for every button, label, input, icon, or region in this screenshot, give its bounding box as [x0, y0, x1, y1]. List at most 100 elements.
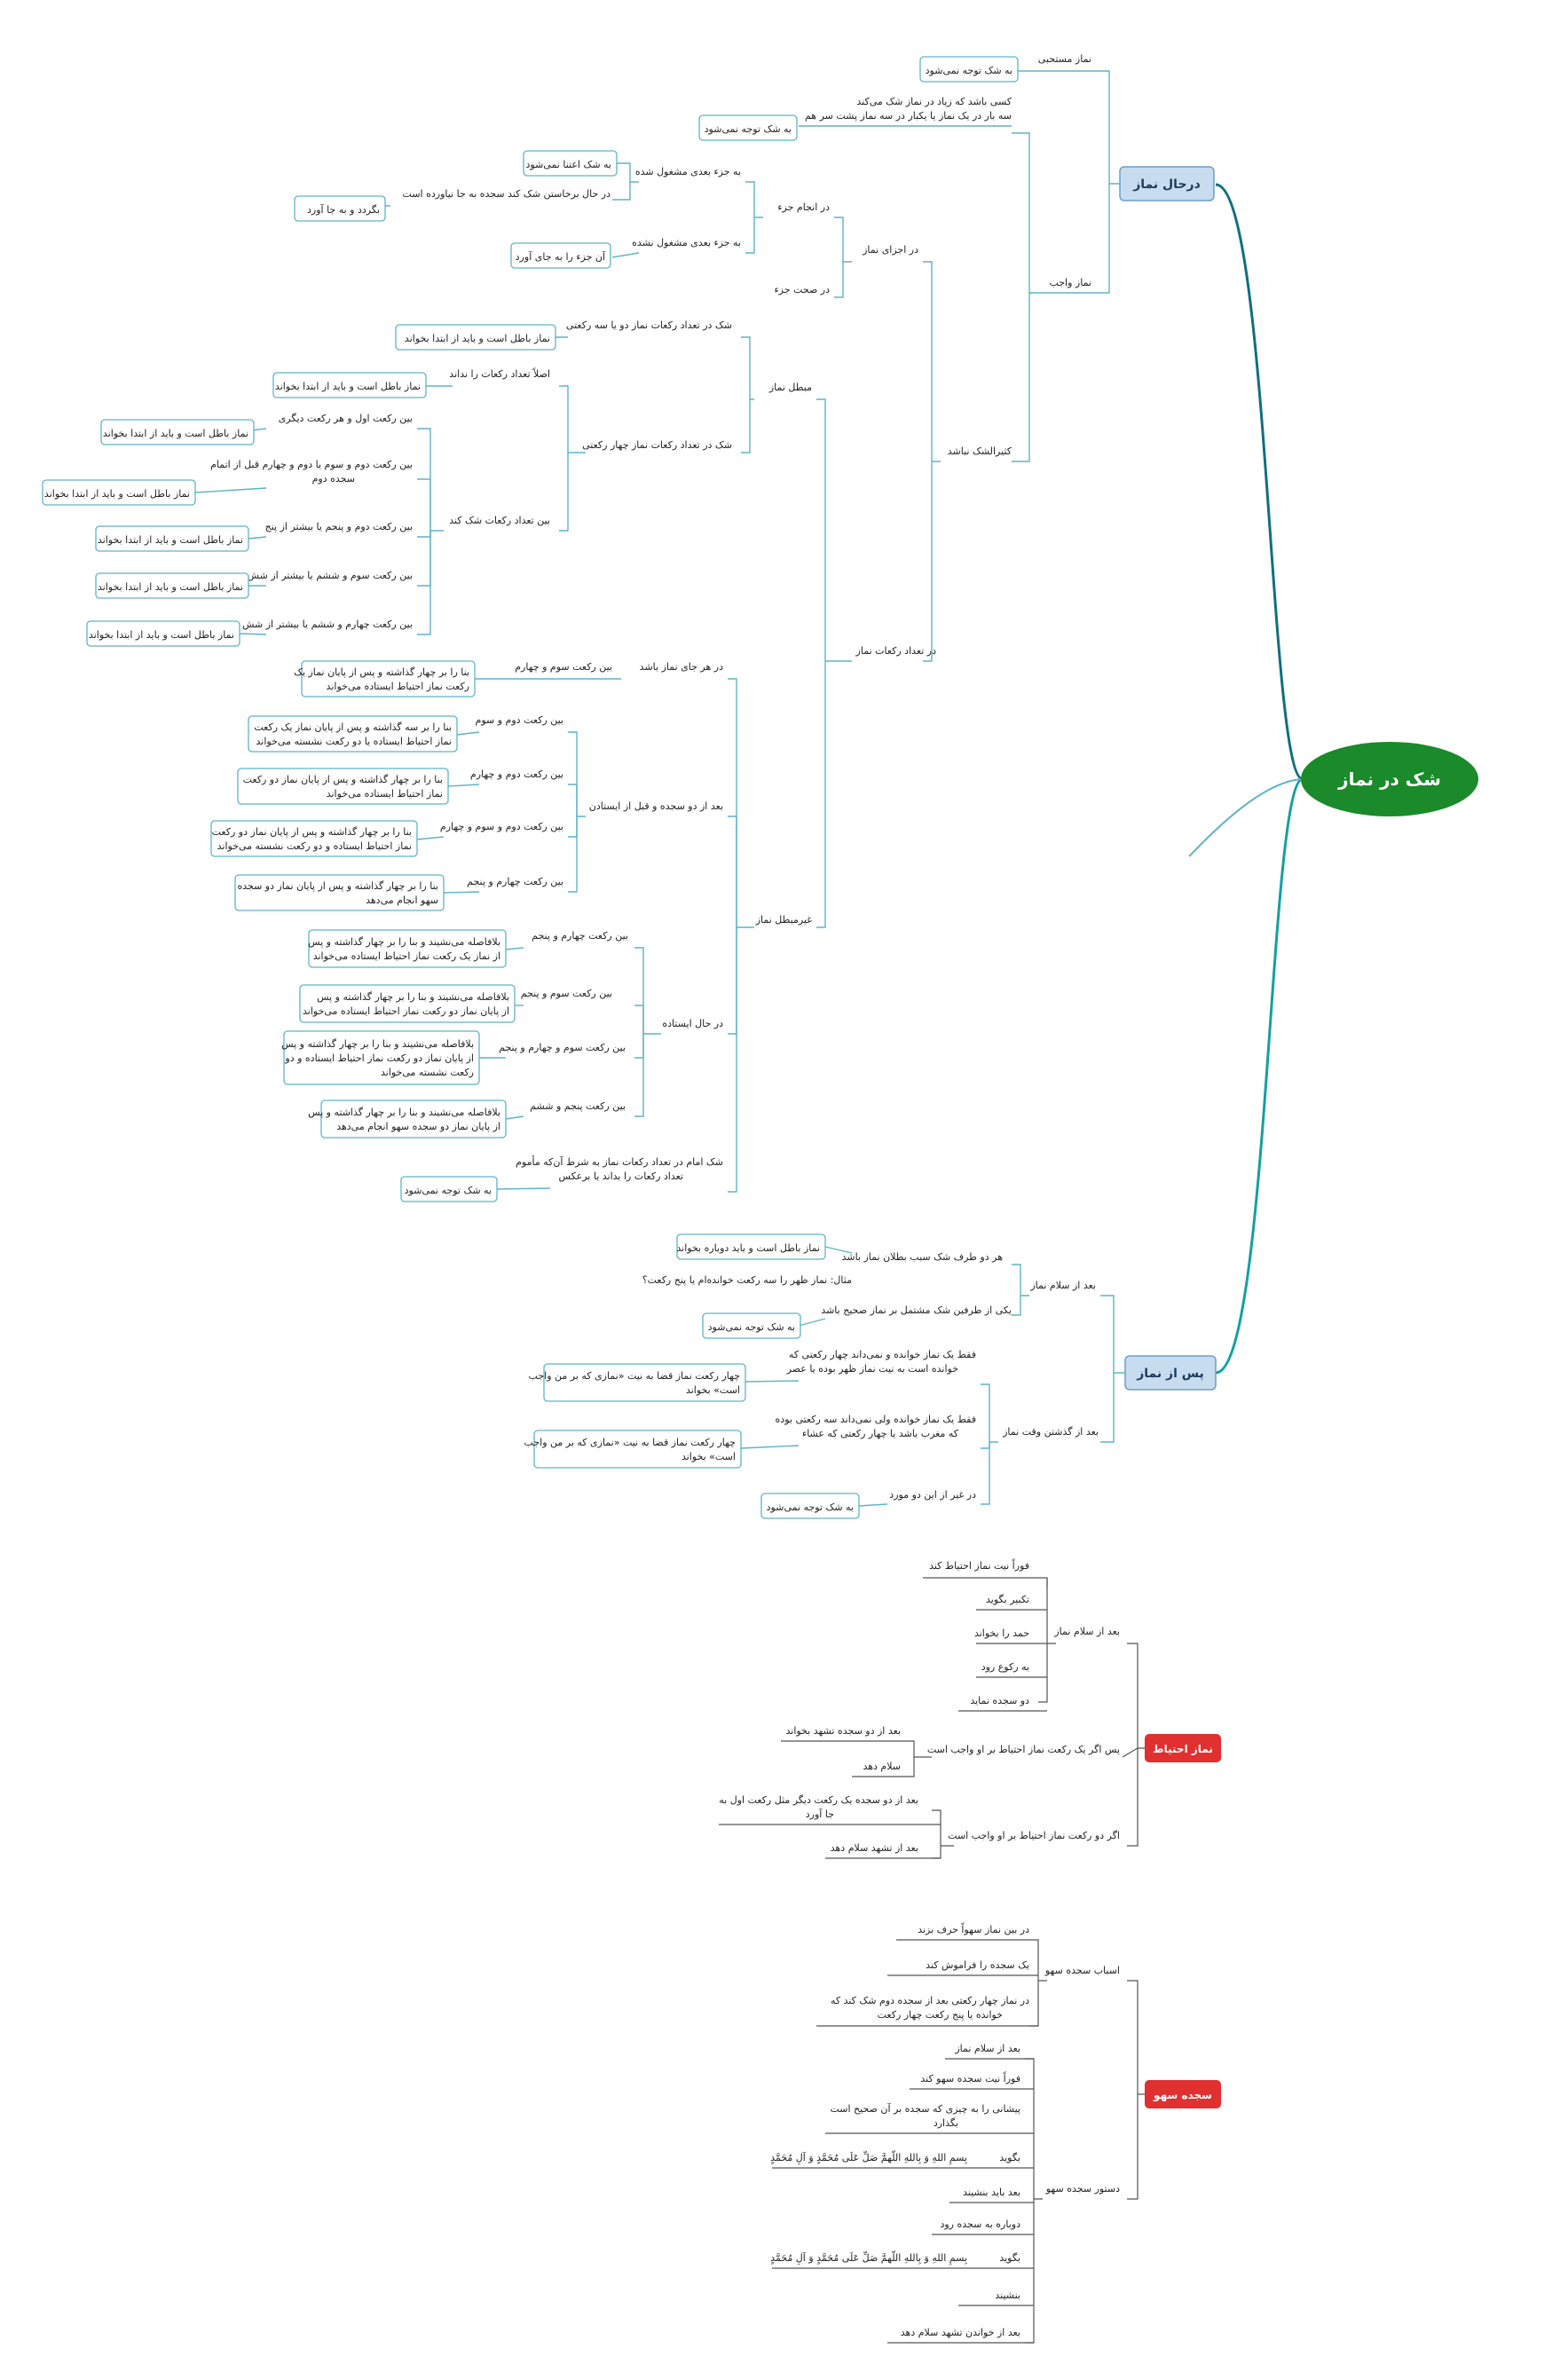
svg-text:از نماز یک رکعت نماز احتیاط ای: از نماز یک رکعت نماز احتیاط ایستاده می‌خ… [313, 950, 500, 962]
label-n39: بین رکعت دوم و چهارم [470, 768, 563, 780]
label-n54a: شک امام در تعداد رکعات نماز به شرط آن‌که… [516, 1155, 723, 1168]
box-n44[interactable]: بنا را بر چهار گذاشته و پس از پایان نماز… [234, 874, 445, 911]
box-n01[interactable]: به شک توجه نمی‌شود [919, 56, 1019, 83]
svg-text:درحال نماز: درحال نماز [1132, 177, 1201, 192]
label-s10: بِسمِ اللهِ وَ بِاللهِ اللّهمَّ صَلِّ عَ… [770, 2150, 968, 2166]
label-n14: در تعداد رکعات نماز [855, 645, 937, 657]
label-n03: سه بار در یک نماز یا یکبار در سه نماز پش… [805, 110, 1012, 122]
svg-text:بنا را بر چهار گذاشته و پس از: بنا را بر چهار گذاشته و پس از پایان نماز… [212, 826, 412, 838]
svg-text:بنا را بر چهار گذاشته و پس از: بنا را بر چهار گذاشته و پس از پایان نماز… [243, 774, 443, 785]
svg-text:رکعت نشسته می‌خواند: رکعت نشسته می‌خواند [381, 1067, 474, 1078]
box-n53[interactable]: بلافاصله می‌نشیند و بنا را بر چهار گذاشت… [308, 1099, 507, 1139]
box-n55[interactable]: به شک توجه نمی‌شود [400, 1176, 498, 1202]
box-n29[interactable]: نماز باطل است و باید از ابتدا بخواند [95, 572, 249, 599]
box-p03[interactable]: نماز باطل است و باید دوباره بخواند [676, 1233, 826, 1260]
svg-text:نماز احتیاط ایستاده می‌خواند: نماز احتیاط ایستاده می‌خواند [327, 788, 443, 800]
box-n04[interactable]: به شک توجه نمی‌شود [698, 114, 798, 141]
label-n24b: سجده دوم [312, 473, 355, 485]
box-n20[interactable]: نماز باطل است و باید از ابتدا بخواند [272, 372, 427, 398]
root-node[interactable]: شک در نماز [1301, 742, 1478, 816]
svg-text:رکعت نماز احتیاط ایستاده می‌خو: رکعت نماز احتیاط ایستاده می‌خواند [327, 681, 469, 692]
main-node-during[interactable]: درحال نماز [1119, 166, 1215, 201]
label-n26: بین رکعت دوم و پنجم یا بیشتر از پنج [265, 521, 413, 532]
label-n19: اصلاً تعداد رکعات را نداند [449, 366, 550, 380]
box-n12[interactable]: آن جزء را به جای آورد [510, 242, 611, 269]
label-n11: به جزء بعدی مشغول نشده [632, 237, 741, 248]
box-n10[interactable]: بگردد و به جا آورد [294, 195, 386, 222]
svg-text:نماز باطل است و باید از ابتدا: نماز باطل است و باید از ابتدا بخواند [44, 488, 190, 500]
label-s07: فوراً نیت سجده سهو کند [920, 2071, 1020, 2084]
box-n27[interactable]: نماز باطل است و باید از ابتدا بخواند [95, 525, 249, 552]
svg-text:به شک توجه نمی‌شود: به شک توجه نمی‌شود [926, 65, 1012, 76]
box-n42[interactable]: بنا را بر چهار گذاشته و پس از پایان نماز… [210, 820, 418, 857]
svg-text:سجده سهو: سجده سهو [1153, 2089, 1212, 2102]
svg-text:به شک توجه نمی‌شود: به شک توجه نمی‌شود [705, 123, 792, 135]
label-s06: بعد از سلام نماز [954, 2043, 1020, 2054]
label-e02: فوراً نیت نماز احتیاط کند [929, 1558, 1029, 1572]
label-n34: بین رکعت سوم و چهارم [515, 661, 612, 673]
svg-text:چهار رکعت نماز قضا به نیت «نما: چهار رکعت نماز قضا به نیت «نمازی که بر م… [529, 1370, 740, 1382]
label-s15: بنشیند [995, 2289, 1020, 2301]
label-e09: سلام دهد [863, 1761, 901, 1772]
label-n13: در صحت جزء [775, 284, 831, 296]
svg-text:بنا را بر چهار گذاشته و پس از: بنا را بر چهار گذاشته و پس از پایان نماز… [237, 880, 438, 892]
svg-text:نماز باطل است و باید از ابتدا: نماز باطل است و باید از ابتدا بخواند [89, 629, 234, 641]
label-n24a: بین رکعت دوم و سوم یا دوم و چهارم قبل از… [210, 459, 413, 470]
label-n18: شک در تعداد رکعات نماز چهار رکعتی [582, 439, 732, 451]
label-p02: هر دو طرف شک سبب بطلان نماز باشد [842, 1251, 1004, 1263]
svg-text:نماز باطل است و باید از ابتدا: نماز باطل است و باید از ابتدا بخواند [405, 333, 550, 344]
label-wajib: نماز واجب [1049, 277, 1091, 288]
box-n17[interactable]: نماز باطل است و باید از ابتدا بخواند [395, 324, 556, 351]
label-s16: بعد از خواندن تشهد سلام دهد [901, 2327, 1020, 2338]
label-n50: بین رکعت سوم و چهارم و پنجم [499, 1042, 626, 1053]
label-e01: بعد از سلام نماز [1053, 1626, 1120, 1637]
svg-text:بلافاصله می‌نشیند و بنا را بر: بلافاصله می‌نشیند و بنا را بر چهار گذاشت… [317, 991, 509, 1003]
label-n21: بین تعداد رکعات شک کند [449, 515, 550, 526]
box-n51[interactable]: بلافاصله می‌نشیند و بنا را بر چهار گذاشت… [281, 1030, 480, 1085]
box-p09[interactable]: چهار رکعت نماز قضا به نیت «نمازی که بر م… [529, 1363, 746, 1402]
label-n46: بین رکعت چهارم و پنجم [532, 930, 628, 942]
red-node-ehtiyat[interactable]: نماز احتیاط [1145, 1734, 1221, 1762]
box-p11[interactable]: چهار رکعت نماز قضا به نیت «نمازی که بر م… [524, 1430, 742, 1469]
svg-text:از پایان نماز دو رکعت نماز احت: از پایان نماز دو رکعت نماز احتیاط ایستاد… [284, 1052, 474, 1064]
label-s12: دوباره به سجده رود [940, 2218, 1020, 2230]
label-n43: بین رکعت چهارم و پنجم [467, 876, 563, 887]
box-n40[interactable]: بنا را بر چهار گذاشته و پس از پایان نماز… [237, 768, 449, 805]
svg-text:بلافاصله می‌نشیند و بنا را بر: بلافاصله می‌نشیند و بنا را بر چهار گذاشت… [308, 1107, 500, 1118]
box-n08[interactable]: به شک اعتنا نمی‌شود [523, 150, 618, 177]
box-n49[interactable]: بلافاصله می‌نشیند و بنا را بر چهار گذاشت… [299, 984, 516, 1023]
svg-text:نماز باطل است و باید از ابتدا: نماز باطل است و باید از ابتدا بخواند [103, 428, 248, 439]
box-n35[interactable]: بنا را بر چهار گذاشته و پس از پایان نماز… [294, 660, 476, 697]
label-n45: در حال ایستاده [662, 1018, 723, 1029]
svg-text:نماز احتیاط ایستاده یا دو رکعت: نماز احتیاط ایستاده یا دو رکعت نشسته می‌… [256, 736, 452, 747]
svg-text:به شک اعتنا نمی‌شود: به شک اعتنا نمی‌شود [525, 159, 611, 170]
label-n09: در حال برخاستن شک کند سجده به جا نیاورده… [403, 188, 611, 200]
label-kathir: کثیرالشک نباشد [948, 445, 1012, 457]
box-n23[interactable]: نماز باطل است و باید از ابتدا بخواند [100, 419, 255, 445]
red-node-sahw[interactable]: سجده سهو [1145, 2080, 1221, 2108]
label-n30: بین رکعت چهارم و ششم یا بیشتر از شش [242, 619, 413, 630]
label-n54b: تعداد رکعات را بداند یا برعکس [559, 1170, 683, 1182]
label-s02: در بین نماز سهواً حرف بزند [918, 1922, 1029, 1935]
label-p10a: فقط یک نماز خوانده ولی نمی‌داند سه رکعتی… [776, 1414, 976, 1425]
label-s01: اسباب سجده سهو [1044, 1965, 1120, 1976]
svg-text:نماز باطل است و باید از ابتدا: نماز باطل است و باید از ابتدا بخواند [98, 581, 243, 593]
box-n31[interactable]: نماز باطل است و باید از ابتدا بخواند [86, 620, 240, 647]
box-p06[interactable]: به شک توجه نمی‌شود [702, 1312, 801, 1339]
box-n38[interactable]: بنا را بر سه گذاشته و پس از پایان نماز ی… [248, 715, 458, 753]
label-n33: در هر جای نماز باشد [640, 661, 723, 673]
label-p08a: فقط یک نماز خوانده و نمی‌داند چهار رکعتی… [789, 1349, 976, 1360]
box-n47[interactable]: بلافاصله می‌نشیند و بنا را بر چهار گذاشت… [308, 929, 507, 968]
label-n22: بین رکعت اول و هر رکعت دیگری [279, 413, 413, 424]
label-n05: در اجزای نماز [862, 244, 918, 256]
label-s03: یک سجده را فراموش کند [926, 1959, 1029, 1971]
main-node-after[interactable]: پس از نماز [1124, 1355, 1217, 1391]
box-p13[interactable]: به شک توجه نمی‌شود [760, 1493, 860, 1519]
label-p10b: که مغرب باشد یا چهار رکعتی که عشاء [802, 1428, 959, 1439]
label-n41: بین رکعت دوم و سوم و چهارم [440, 821, 563, 832]
label-p08b: خوانده است به نیت نماز ظهر بوده یا عصر [786, 1363, 958, 1375]
label-e03: تکبیر بگوید [986, 1594, 1029, 1605]
box-n25[interactable]: نماز باطل است و باید از ابتدا بخواند [42, 479, 196, 506]
svg-text:است» بخواند: است» بخواند [682, 1451, 736, 1462]
